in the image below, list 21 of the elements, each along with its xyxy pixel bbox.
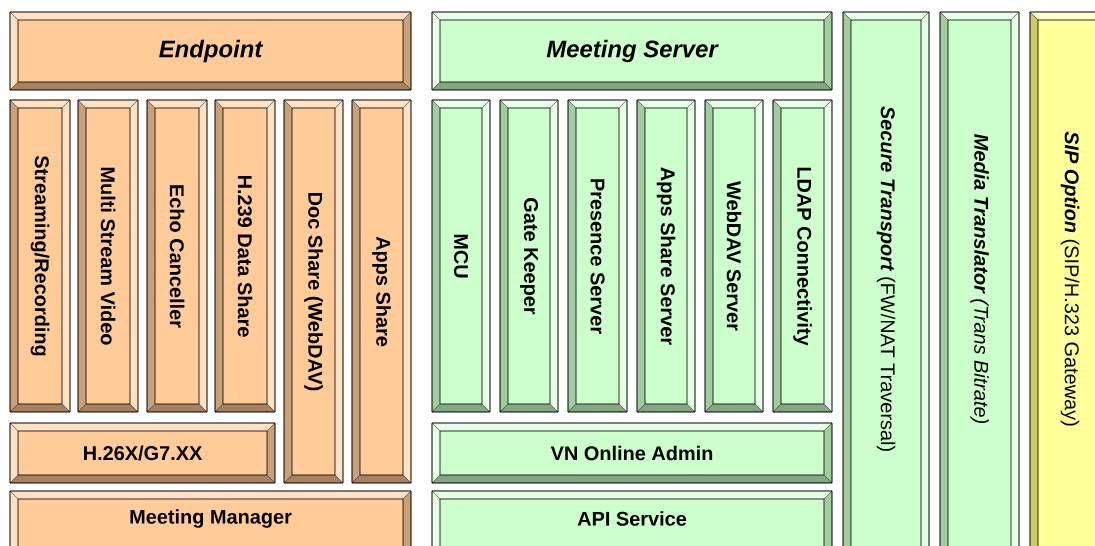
component-box: Endpoint [9, 11, 412, 91]
component-box: Multi Stream Video [77, 99, 139, 413]
component-box: SIP Option (SIP/H.323 Gateway) [1029, 11, 1095, 546]
component-box: Gate Keeper [499, 99, 559, 413]
component-box: WebDAV Server [704, 99, 764, 413]
component-box: Presence Server [567, 99, 628, 413]
component-box: API Service [431, 490, 833, 546]
component-box: Meeting Server [431, 11, 833, 91]
component-box: VN Online Admin [431, 422, 833, 484]
component-box: Secure Transport (FW/NAT Traversal) [842, 11, 930, 546]
component-box: Streaming/Recording [9, 99, 71, 413]
component-box: Apps Share Server [636, 99, 696, 413]
component-box: Apps Share [351, 99, 412, 484]
component-box: Media Translator (Trans Bitrate) [939, 11, 1020, 546]
component-box: MCU [431, 99, 491, 413]
component-box: H.239 Data Share [214, 99, 276, 413]
component-box: LDAP Connectivity [772, 99, 833, 413]
component-box: Meeting Manager [9, 490, 412, 546]
component-box: H.26X/G7.XX [9, 422, 276, 484]
component-box: Doc Share (WebDAV) [283, 99, 344, 484]
component-box: Echo Canceller [146, 99, 208, 413]
